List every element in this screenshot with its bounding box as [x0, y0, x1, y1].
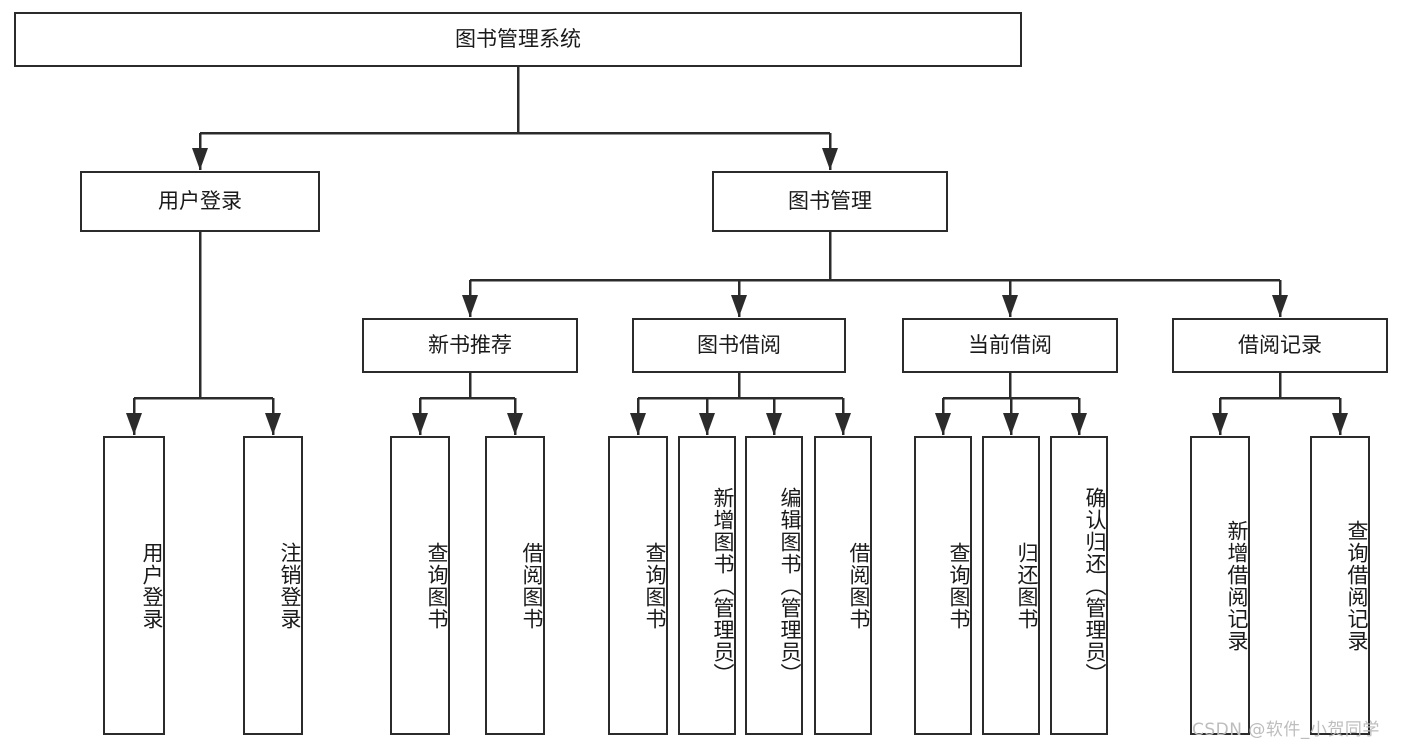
node-root: 图书管理系统: [14, 12, 1022, 67]
node-label: 新书推荐: [428, 332, 512, 357]
node-leaf-return-book: 归还图书: [982, 436, 1040, 735]
node-leaf-add-record: 新增借阅记录: [1190, 436, 1250, 735]
node-label: 新增借阅记录: [1225, 519, 1249, 652]
node-leaf-borrow-book: 借阅图书: [814, 436, 872, 735]
node-label: 查询图书: [425, 541, 449, 630]
node-label: 注销登录: [278, 541, 302, 630]
node-label: 归还图书: [1015, 541, 1039, 630]
node-label: 查询图书: [643, 541, 667, 630]
node-leaf-borrow-book-rec: 借阅图书: [485, 436, 545, 735]
watermark: CSDN @软件_小贺同学: [1192, 720, 1380, 740]
node-label: 查询图书: [947, 541, 971, 630]
node-book-manage: 图书管理: [712, 171, 948, 232]
node-label: 用户登录: [158, 188, 242, 213]
node-label: 图书管理系统: [455, 26, 581, 51]
node-label: 图书管理: [788, 188, 872, 213]
node-label: 借阅图书: [847, 541, 871, 630]
node-label: 借阅记录: [1238, 332, 1322, 357]
node-borrow-records: 借阅记录: [1172, 318, 1388, 373]
node-user-login: 用户登录: [80, 171, 320, 232]
node-new-book-rec: 新书推荐: [362, 318, 578, 373]
node-current-borrow: 当前借阅: [902, 318, 1118, 373]
node-label: 图书借阅: [697, 332, 781, 357]
node-leaf-add-book: 新增图书（管理员）: [678, 436, 736, 735]
node-leaf-edit-book: 编辑图书（管理员）: [745, 436, 803, 735]
node-label: 当前借阅: [968, 332, 1052, 357]
node-leaf-logout: 注销登录: [243, 436, 303, 735]
node-leaf-query-book-rec: 查询图书: [390, 436, 450, 735]
node-leaf-query-book-borrow: 查询图书: [608, 436, 668, 735]
node-label: 用户登录: [140, 541, 164, 630]
node-book-borrow: 图书借阅: [632, 318, 846, 373]
node-label: 借阅图书: [520, 541, 544, 630]
node-leaf-user-login: 用户登录: [103, 436, 165, 735]
node-label: 新增图书（管理员）: [711, 486, 735, 685]
node-leaf-query-book-cur: 查询图书: [914, 436, 972, 735]
node-label: 确认归还（管理员）: [1083, 486, 1107, 685]
node-label: 编辑图书（管理员）: [778, 486, 802, 685]
node-leaf-confirm-return: 确认归还（管理员）: [1050, 436, 1108, 735]
node-label: 查询借阅记录: [1345, 519, 1369, 652]
node-leaf-query-record: 查询借阅记录: [1310, 436, 1370, 735]
